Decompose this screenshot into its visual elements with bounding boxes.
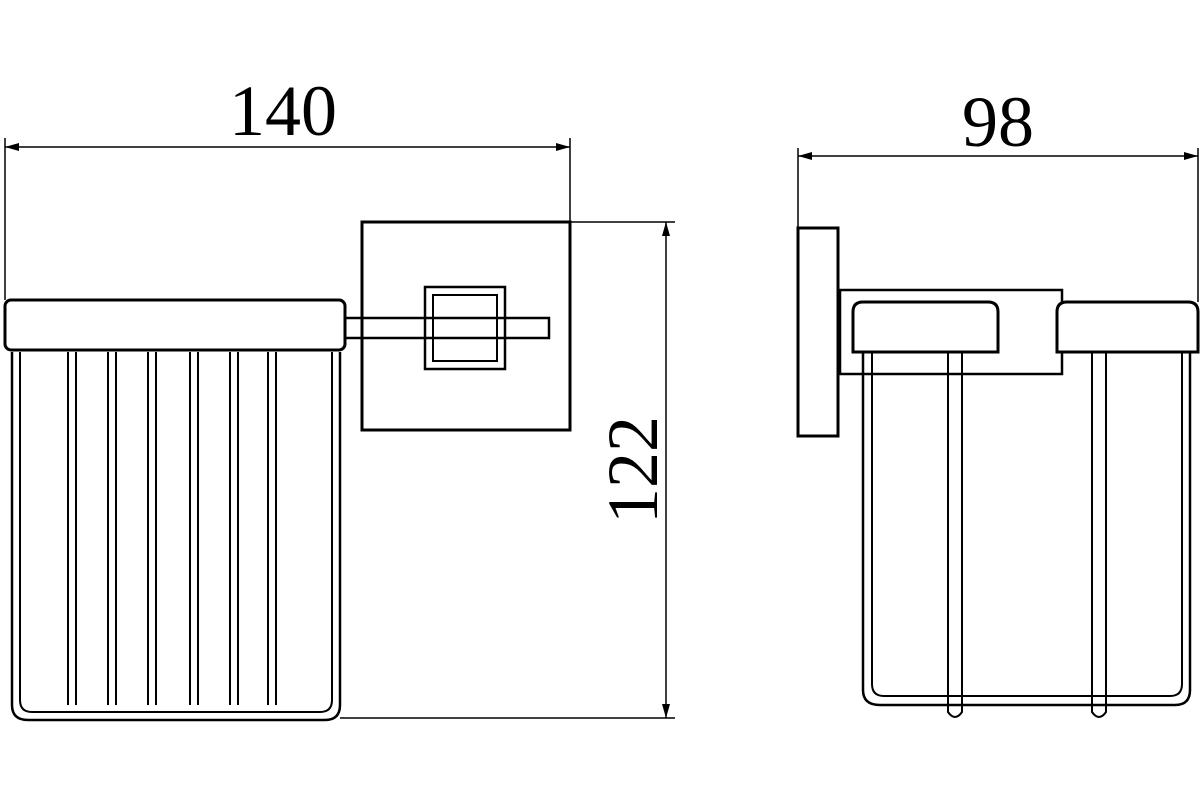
side-rim-right [1055, 300, 1200, 354]
side-basket-outline [861, 352, 1192, 707]
side-rim-left [851, 300, 1000, 354]
basket-outline [10, 352, 342, 722]
dim-label-98: 98 [962, 82, 1034, 162]
side-dimensions [797, 148, 1199, 302]
dim-label-122: 122 [593, 416, 673, 524]
basket-bars [67, 352, 277, 705]
wall-plate [360, 220, 572, 432]
front-dimensions [4, 138, 675, 719]
side-rods [947, 352, 1107, 718]
cup-rim [3, 298, 347, 352]
mount-block [423, 285, 507, 371]
side-wall-plate [796, 226, 840, 438]
front-view [3, 220, 572, 722]
side-view [796, 226, 1200, 718]
holder-arm [343, 316, 551, 340]
dim-label-140: 140 [229, 71, 337, 151]
